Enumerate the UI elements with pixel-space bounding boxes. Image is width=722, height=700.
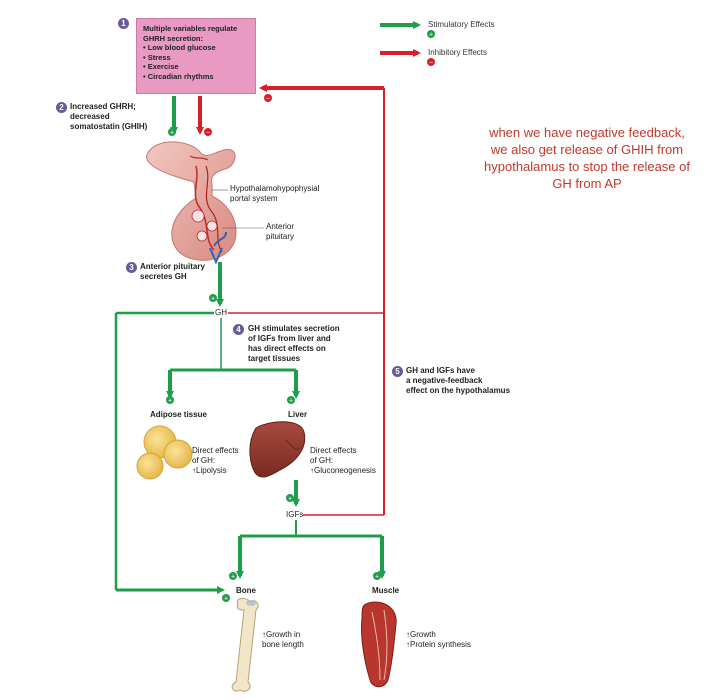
anterior-line: pituitary — [266, 232, 295, 241]
muscle-label: Muscle — [372, 586, 400, 595]
step-3-label: Anterior pituitary secretes GH — [140, 262, 205, 282]
hypothalamus-pituitary-illustration — [146, 141, 237, 265]
legend-inhibitory-arrow-icon: − — [380, 49, 435, 67]
svg-text:+: + — [231, 574, 235, 581]
step-4-line: GH stimulates secretion — [248, 324, 340, 333]
step-5-badge: 5 — [392, 366, 403, 377]
adipose-effects-label: Direct effects of GH: ↑Lipolysis — [192, 446, 239, 476]
bone-illustration — [231, 597, 259, 692]
legend-stimulatory-arrow-icon: + — [380, 21, 435, 39]
svg-text:−: − — [429, 60, 433, 67]
bone-effect-line: ↑Growth in — [262, 630, 301, 639]
svg-text:+: + — [375, 574, 379, 581]
svg-text:−: − — [266, 96, 270, 103]
portal-line: portal system — [230, 194, 278, 203]
step-5-label: GH and IGFs have a negative-feedback eff… — [406, 366, 510, 396]
step-1-box: Multiple variables regulate GHRH secreti… — [136, 18, 256, 94]
svg-text:+: + — [224, 596, 228, 603]
svg-text:+: + — [168, 398, 172, 405]
liver-effects-label: Direct effects of GH: ↑Gluconeogenesis — [310, 446, 376, 476]
igfs-label: IGFs — [286, 510, 304, 519]
svg-text:−: − — [206, 130, 210, 137]
step-1-line: • Low blood glucose — [143, 43, 216, 52]
negative-feedback-annotation: when we have negative feedback, we also … — [462, 124, 712, 192]
portal-line: Hypothalamohypophysial — [230, 184, 320, 193]
adipose-effect-line: ↑Lipolysis — [192, 466, 227, 475]
step-5-line: effect on the hypothalamus — [406, 386, 511, 395]
liver-label: Liver — [288, 410, 308, 419]
step-4-line: has direct effects on — [248, 344, 326, 353]
step-1-line: • Circadian rhythms — [143, 71, 214, 81]
muscle-effect-line: ↑Protein synthesis — [406, 640, 471, 649]
legend-inhibitory-label: Inhibitory Effects — [428, 48, 487, 57]
gh-label: GH — [215, 308, 227, 317]
muscle-illustration — [361, 601, 397, 688]
step-2-line: somatostatin (GHIH) — [70, 122, 148, 131]
legend-stimulatory-label: Stimulatory Effects — [428, 20, 495, 29]
muscle-effect-line: ↑Growth — [406, 630, 436, 639]
svg-text:+: + — [289, 398, 293, 405]
liver-illustration — [249, 421, 306, 478]
step-4-line: target tissues — [248, 354, 301, 363]
step-5-line: GH and IGFs have — [406, 366, 475, 375]
step-2-line: decreased — [70, 112, 110, 121]
step-2-badge: 2 — [56, 102, 67, 113]
svg-text:+: + — [170, 130, 174, 137]
annotation-line: we also get release of GHIH from — [490, 142, 684, 157]
annotation-line: GH from AP — [552, 176, 622, 191]
muscle-effects-label: ↑Growth ↑Protein synthesis — [406, 630, 471, 650]
liver-effect-line: ↑Gluconeogenesis — [310, 466, 376, 475]
bone-effect-line: bone length — [262, 640, 304, 649]
step-3-line: secretes GH — [140, 272, 187, 281]
step-3-badge: 3 — [126, 262, 137, 273]
step-1-line: GHRH secretion: — [143, 33, 204, 43]
svg-text:+: + — [211, 296, 215, 303]
annotation-line: hypothalamus to stop the release of — [484, 159, 690, 174]
adipose-effect-line: Direct effects — [192, 446, 239, 455]
adipose-effect-line: of GH: — [192, 456, 216, 465]
step-3-line: Anterior pituitary — [140, 262, 205, 271]
adipose-cells-illustration — [136, 425, 193, 480]
svg-text:+: + — [429, 32, 433, 39]
bone-label: Bone — [236, 586, 256, 595]
step-4-badge: 4 — [233, 324, 244, 335]
bone-effects-label: ↑Growth in bone length — [262, 630, 304, 650]
step-1-line: • Stress — [143, 52, 171, 62]
anterior-pituitary-label: Anterior pituitary — [266, 222, 294, 242]
adipose-tissue-label: Adipose tissue — [150, 410, 207, 419]
step-4-line: of IGFs from liver and — [248, 334, 331, 343]
step-1-badge: 1 — [118, 18, 129, 29]
step-4-label: GH stimulates secretion of IGFs from liv… — [248, 324, 340, 364]
step-2-line: Increased GHRH; — [70, 102, 136, 111]
liver-effect-line: Direct effects — [310, 446, 357, 455]
step-1-line: Multiple variables regulate — [143, 24, 238, 33]
anterior-line: Anterior — [266, 222, 295, 231]
step-1-line: • Exercise — [143, 62, 179, 71]
portal-system-label: Hypothalamohypophysial portal system — [230, 184, 319, 204]
step-2-label: Increased GHRH; decreased somatostatin (… — [70, 102, 147, 132]
step-5-line: a negative-feedback — [406, 376, 483, 385]
liver-effect-line: of GH: — [310, 456, 334, 465]
svg-text:+: + — [288, 496, 292, 503]
annotation-line: when we have negative feedback, — [489, 125, 685, 140]
